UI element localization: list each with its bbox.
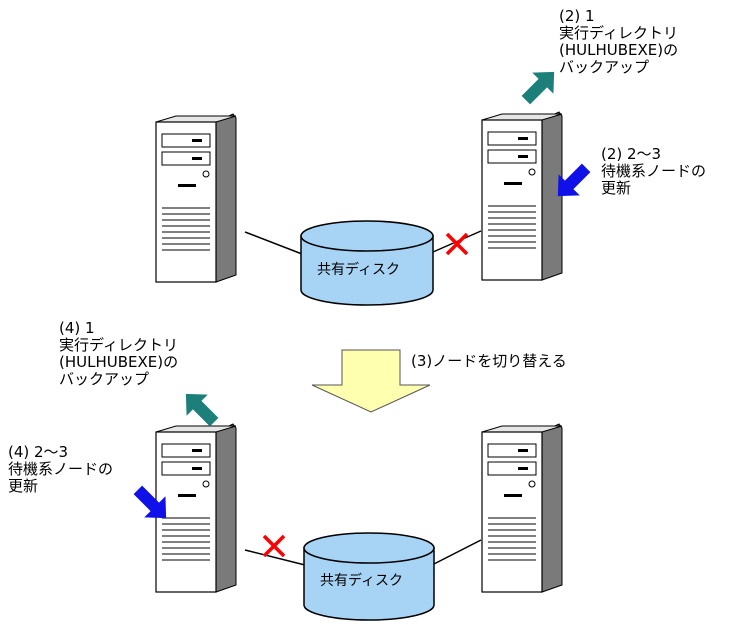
top-right-cable xyxy=(432,230,482,253)
bottom-disconnect-icon xyxy=(262,534,286,558)
top-backup-label: (2) 1 実行ディレクトリ (HULHUBEXE)の バックアップ xyxy=(559,7,679,76)
bottom-right-server-icon xyxy=(481,423,563,593)
top-backup-arrow-icon xyxy=(521,71,555,105)
bottom-backup-arrow-icon xyxy=(185,393,219,427)
top-update-label: (2) 2〜3 待機系ノードの 更新 xyxy=(601,145,707,197)
bottom-shared-disk-icon xyxy=(303,532,435,621)
top-shared-disk-icon xyxy=(300,220,434,306)
bottom-disk-label: 共有ディスク xyxy=(320,573,404,589)
top-disk-label: 共有ディスク xyxy=(317,262,401,278)
bottom-update-label: (4) 2〜3 待機系ノードの 更新 xyxy=(8,443,114,495)
bottom-update-arrow-icon xyxy=(133,485,167,519)
switch-label: (3)ノードを切り替える xyxy=(411,352,567,370)
top-update-arrow-icon xyxy=(557,163,591,197)
top-right-server-icon xyxy=(481,111,563,281)
top-left-cable xyxy=(244,231,303,255)
bottom-right-cable xyxy=(431,539,482,566)
bottom-left-server-icon xyxy=(155,423,237,593)
top-left-server-icon xyxy=(155,113,237,283)
switch-down-arrow-icon xyxy=(311,349,431,413)
bottom-left-cable xyxy=(244,549,306,566)
bottom-backup-label: (4) 1 実行ディレクトリ (HULHUBEXE)の バックアップ xyxy=(59,319,179,388)
